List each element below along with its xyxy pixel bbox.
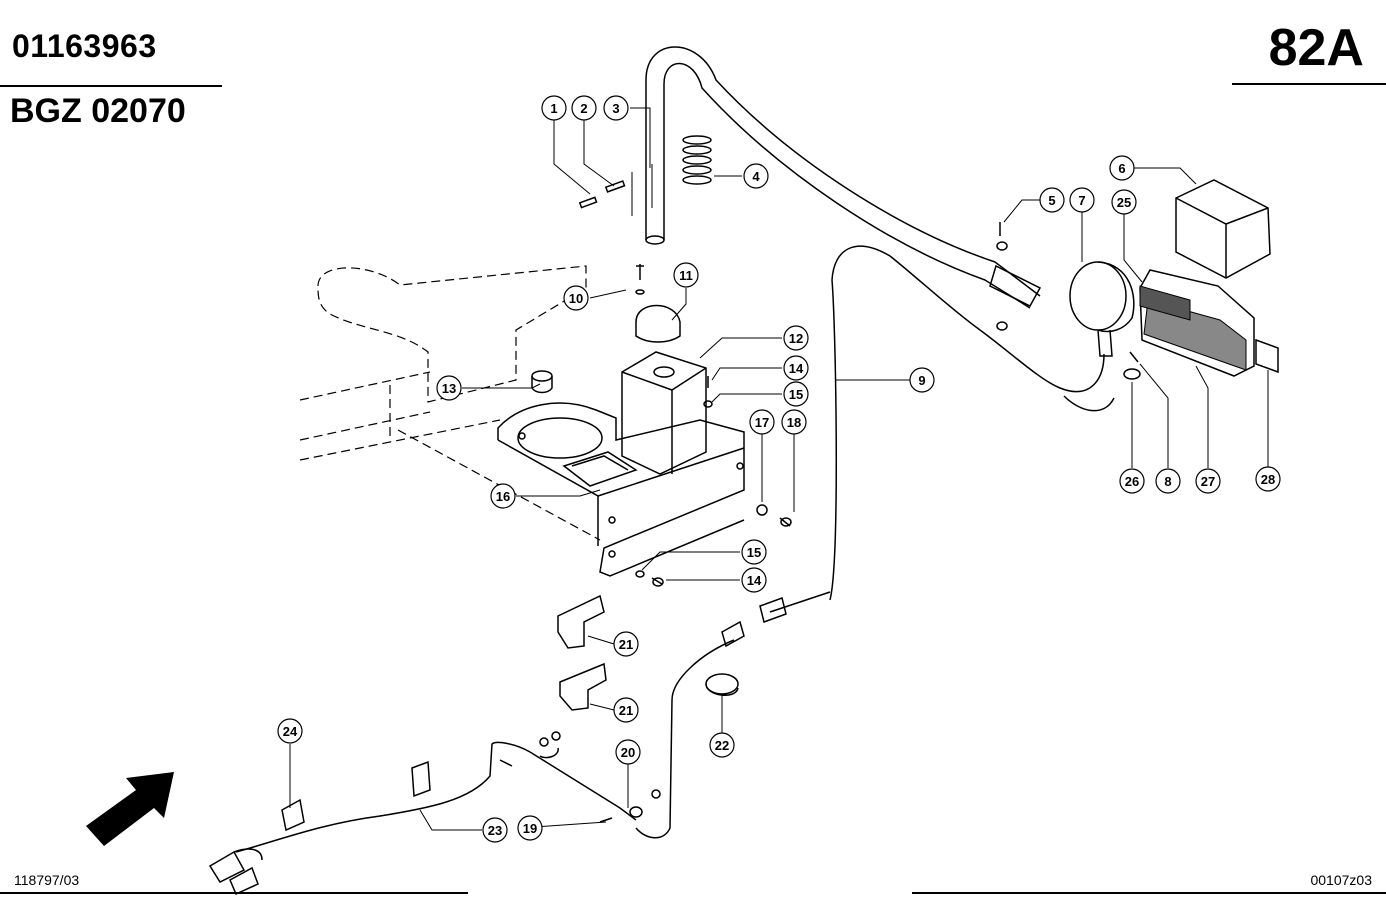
svg-text:19: 19	[523, 821, 537, 836]
callout-12: 12	[783, 325, 809, 351]
svg-text:6: 6	[1118, 161, 1125, 176]
callout-15-lower: 15	[741, 539, 767, 565]
svg-text:5: 5	[1048, 193, 1055, 208]
svg-text:4: 4	[752, 169, 760, 184]
svg-text:12: 12	[789, 331, 803, 346]
svg-text:8: 8	[1164, 474, 1171, 489]
callout-14-upper: 14	[783, 355, 809, 381]
svg-text:14: 14	[747, 573, 762, 588]
roll-bar-tube	[645, 46, 1042, 309]
svg-text:18: 18	[787, 415, 801, 430]
callout-1: 1	[541, 95, 567, 121]
callout-18: 18	[781, 409, 807, 435]
callout-5: 5	[1039, 187, 1065, 213]
svg-text:15: 15	[747, 545, 761, 560]
callout-26: 26	[1119, 468, 1145, 494]
svg-text:20: 20	[621, 745, 635, 760]
callout-21-upper: 21	[613, 631, 639, 657]
svg-text:10: 10	[569, 291, 583, 306]
svg-text:7: 7	[1078, 193, 1085, 208]
callout-7: 7	[1069, 187, 1095, 213]
svg-text:11: 11	[679, 268, 693, 283]
callout-9: 9	[909, 367, 935, 393]
svg-text:25: 25	[1117, 195, 1131, 210]
svg-text:16: 16	[496, 489, 510, 504]
svg-text:1: 1	[550, 101, 557, 116]
callout-16: 16	[490, 483, 516, 509]
footer-right-code: 00107z03	[1310, 872, 1372, 888]
base-plate	[497, 402, 745, 577]
callout-10: 10	[563, 285, 589, 311]
page-reference: 82A	[1268, 19, 1364, 77]
beacon-lamp	[1069, 261, 1135, 357]
svg-text:27: 27	[1201, 474, 1215, 489]
callout-22: 22	[709, 732, 735, 758]
svg-text:21: 21	[619, 703, 633, 718]
svg-text:28: 28	[1261, 472, 1275, 487]
callout-15-upper: 15	[783, 381, 809, 407]
svg-text:15: 15	[789, 387, 803, 402]
svg-text:17: 17	[755, 415, 769, 430]
callout-4: 4	[743, 163, 769, 189]
callout-3: 3	[603, 95, 629, 121]
footer-left-code: 118797/03	[14, 872, 80, 888]
direction-arrow	[86, 772, 174, 846]
callout-24: 24	[277, 718, 303, 744]
callout-6: 6	[1109, 155, 1135, 181]
model-code: BGZ 02070	[10, 92, 186, 130]
callout-13: 13	[436, 375, 462, 401]
svg-text:22: 22	[715, 738, 729, 753]
mount-block	[621, 351, 707, 475]
callout-14-lower: 14	[741, 567, 767, 593]
callout-28: 28	[1255, 466, 1281, 492]
part-number: 01163963	[12, 28, 157, 64]
callout-21-lower: 21	[613, 697, 639, 723]
svg-text:26: 26	[1125, 474, 1139, 489]
lower-harness	[208, 741, 637, 895]
svg-text:2: 2	[580, 101, 587, 116]
callout-17: 17	[749, 409, 775, 435]
header-rule-right	[1232, 83, 1386, 85]
svg-text:3: 3	[612, 101, 619, 116]
callout-25: 25	[1111, 189, 1137, 215]
callout-19: 19	[517, 815, 543, 841]
callout-27: 27	[1195, 468, 1221, 494]
callout-2: 2	[571, 95, 597, 121]
leader-lines	[289, 107, 1269, 831]
svg-text:14: 14	[789, 361, 804, 376]
callout-20: 20	[615, 739, 641, 765]
callout-11: 11	[673, 262, 699, 288]
spring	[682, 135, 712, 185]
svg-text:13: 13	[442, 381, 456, 396]
svg-text:23: 23	[488, 823, 502, 838]
callout-23: 23	[482, 817, 508, 843]
svg-text:9: 9	[918, 373, 925, 388]
svg-text:21: 21	[619, 637, 633, 652]
lamp-bracket	[1139, 179, 1279, 377]
header-rule-left	[0, 85, 222, 87]
main-cable	[759, 245, 1115, 623]
svg-text:24: 24	[283, 724, 298, 739]
callout-8: 8	[1155, 468, 1181, 494]
